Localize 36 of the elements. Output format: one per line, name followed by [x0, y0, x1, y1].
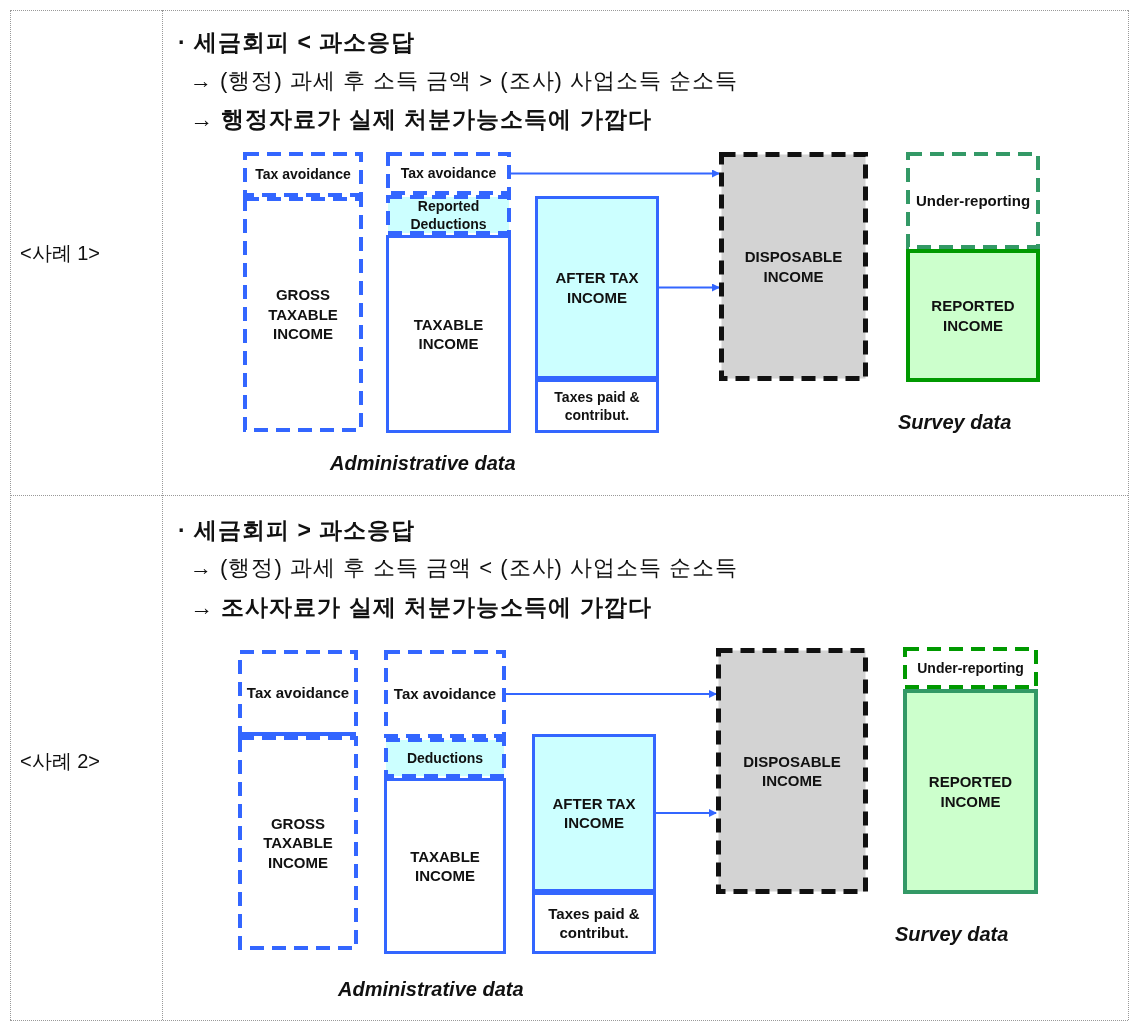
- under-reporting-box: Under-reporting: [903, 647, 1038, 689]
- avoidance-box: Tax avoidance: [238, 650, 358, 736]
- income-box: DISPOSABLE INCOME: [716, 648, 868, 894]
- income-box: REPORTED INCOME: [906, 249, 1040, 382]
- conclusion: → 조사자료가 실제 처분가능소득에 가깝다: [190, 593, 652, 622]
- avoidance-box: Tax avoidance: [384, 650, 506, 738]
- income-box: GROSS TAXABLE INCOME: [243, 197, 363, 432]
- arrow: [658, 283, 720, 292]
- case-label: <사례 2>: [20, 749, 101, 774]
- under-reporting-box: Under-reporting: [906, 152, 1040, 249]
- avoidance-box: Tax avoidance: [386, 152, 511, 195]
- deductions-box: Deductions: [384, 738, 506, 778]
- heading: · 세금회피 > 과소응답: [178, 516, 416, 545]
- axis-caption: Administrative data: [338, 978, 524, 1001]
- conclusion: → 행정자료가 실제 처분가능소득에 가깝다: [190, 105, 652, 134]
- statement: → (행정) 과세 후 소득 금액 < (조사) 사업소득 순소득: [190, 554, 739, 582]
- arrow: [510, 169, 720, 178]
- income-box: AFTER TAX INCOME: [532, 734, 656, 892]
- deductions-box: Reported Deductions: [386, 195, 511, 235]
- income-box: TAXABLE INCOME: [386, 235, 511, 433]
- statement: → (행정) 과세 후 소득 금액 > (조사) 사업소득 순소득: [190, 67, 739, 95]
- heading: · 세금회피 < 과소응답: [178, 28, 416, 57]
- avoidance-box: Tax avoidance: [243, 152, 363, 197]
- axis-caption: Administrative data: [330, 452, 516, 475]
- income-box: DISPOSABLE INCOME: [719, 152, 868, 381]
- income-box: TAXABLE INCOME: [384, 778, 506, 954]
- axis-caption: Survey data: [895, 923, 1009, 946]
- axis-caption: Survey data: [898, 411, 1012, 434]
- taxes-box: Taxes paid & contribut.: [535, 379, 659, 433]
- income-box: GROSS TAXABLE INCOME: [238, 736, 358, 950]
- income-box: REPORTED INCOME: [903, 689, 1038, 894]
- arrow: [655, 809, 717, 817]
- arrow: [505, 690, 717, 698]
- income-box: AFTER TAX INCOME: [535, 196, 659, 379]
- taxes-box: Taxes paid & contribut.: [532, 892, 656, 954]
- case-label: <사례 1>: [20, 241, 101, 266]
